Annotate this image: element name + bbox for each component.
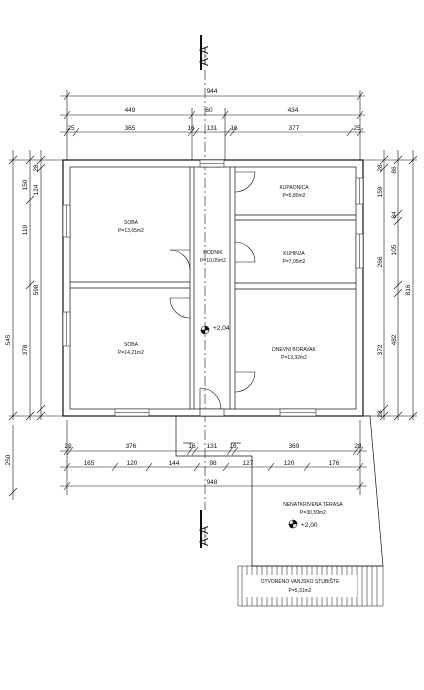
dim-right-mid-4: 266 [377,256,384,267]
room-kuhinja-area: P=7,05m2 [283,259,306,265]
room-kupaonica-name: KUPAONICA [279,185,309,191]
dim-left-mid-3: 378 [22,344,29,355]
room-soba-2-area: P=14,21m2 [118,350,144,356]
stairs-label-background [245,575,357,597]
dim-top-wall-7: 25 [353,125,361,132]
dim-right-mid-1: 159 [377,186,384,197]
room-terasa-name: NENATKRIVENA TERASA [283,502,343,508]
dim-bottom-wall-3: 16 [188,443,196,450]
room-stube-name: OTVORENO VANJSKO STUBIŠTE [261,578,340,585]
left-dimension-lines [8,150,63,500]
dim-left-inner-3: 598 [33,284,40,295]
doors [169,171,256,417]
dim-bottom-wall-6: 369 [289,443,300,450]
dim-bottom-wall-7: 28 [354,443,362,450]
room-stube-area: P=5,31m2 [289,588,312,594]
room-kuhinja-name: KUHINJA [283,251,305,257]
dim-top-mid: 60 [205,107,213,114]
level-interior-label: +2,04 [213,325,230,332]
dim-right-mid-6: 482 [391,334,398,345]
section-mark-top: A-A [197,46,211,66]
dim-bottom-opening-6: 120 [284,460,295,467]
section-mark-bottom: A-A [197,526,211,546]
dim-right-inner-2: 86 [391,166,398,174]
room-hodnik-area: P=10,05m2 [200,258,226,264]
dim-top-right-half: 434 [288,107,299,114]
dim-top-wall-3: 16 [187,125,195,132]
windows [62,159,364,417]
dim-top-wall-5: 16 [230,125,238,132]
dim-bottom-opening-5: 127 [243,460,254,467]
room-soba-1-area: P=13,65m2 [118,228,144,234]
dim-bottom-opening-7: 176 [329,460,340,467]
top-dimension-lines [60,90,365,160]
dim-bottom-overall: 948 [207,479,218,486]
dim-bottom-wall-5: 16 [229,443,237,450]
dim-left-mid-2: 119 [22,224,29,235]
bottom-dimension-lines [60,420,367,495]
dim-top-wall-2: 365 [125,125,136,132]
level-marker-interior [200,325,210,335]
room-terasa-area: P=30,59m2 [300,510,326,516]
building-walls [62,159,364,417]
room-boravak-name: DNEVNI BORAVAK [272,347,316,353]
dim-right-inner-1: 28 [377,164,384,172]
dim-top-wall-6: 377 [289,125,300,132]
dim-right-mid-5: 372 [377,344,384,355]
room-hodnik-name: HODNIK [203,250,223,256]
level-terrace-label: +2,00 [301,522,318,529]
dim-right-inner-3: 28 [377,410,384,418]
right-dimension-lines [363,150,418,421]
dim-top-left-half: 449 [125,107,136,114]
dim-bottom-wall-2: 376 [126,443,137,450]
dim-right-mid-2: 84 [391,211,398,219]
room-soba-2-name: SOBA [124,342,139,348]
room-boravak-area: P=13,32m2 [281,355,307,361]
dim-right-mid-3: 105 [391,244,398,255]
dim-right-outer: 816 [405,284,412,295]
section-line-a-a [200,35,206,548]
dim-bottom-wall-4: 131 [207,443,218,450]
dim-bottom-opening-1: 165 [84,460,95,467]
dim-left-inner-1: 28 [33,164,40,172]
dim-left-mid-1: 150 [22,179,29,190]
room-kupaonica-area: P=5,80m2 [283,193,306,199]
dim-top-wall-1: 25 [67,125,75,132]
dim-bottom-opening-3: 144 [169,460,180,467]
dim-left-outer-2: 250 [5,454,12,465]
dim-bottom-opening-2: 120 [127,460,138,467]
room-soba-1-name: SOBA [124,220,139,226]
level-marker-terrace [288,519,298,529]
dim-left-outer-1: 545 [5,334,12,345]
dim-top-wall-4: 131 [207,125,218,132]
dim-left-inner-2: 124 [33,184,40,195]
dim-top-overall: 944 [207,88,218,95]
dim-bottom-wall-1: 28 [64,443,72,450]
dim-bottom-opening-4: 98 [209,460,217,467]
